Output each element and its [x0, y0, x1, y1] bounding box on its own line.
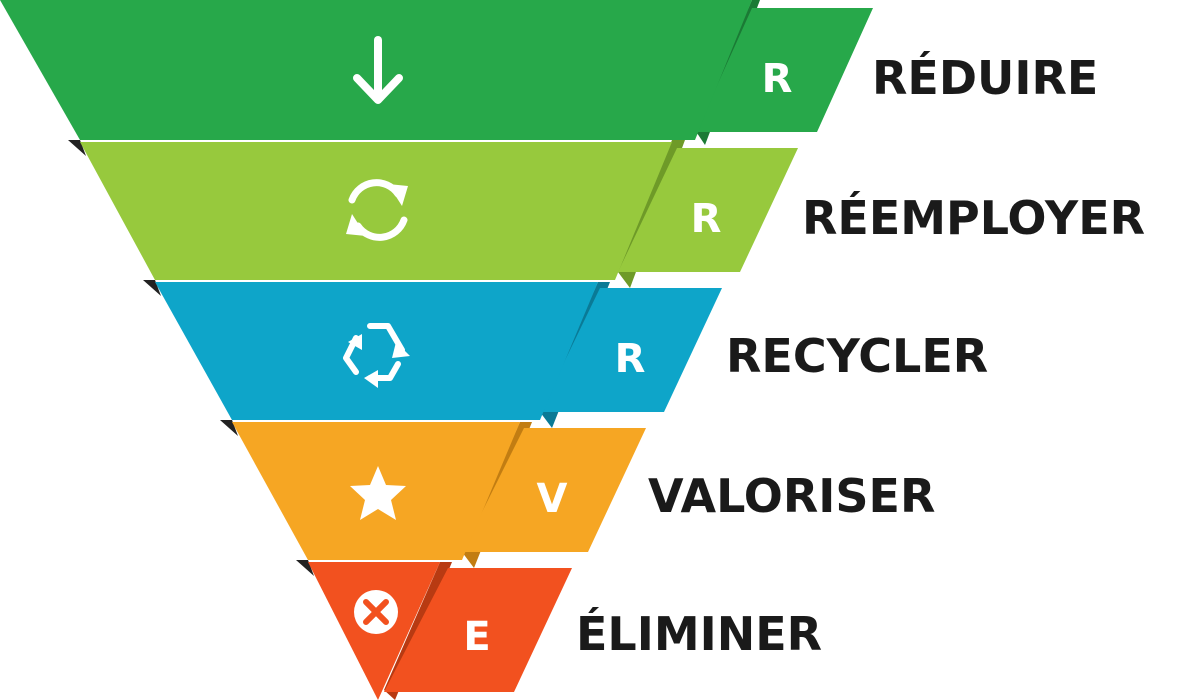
level-reduire-letter: R [762, 56, 793, 102]
level-reduire: R RÉDUIRE [0, 0, 1098, 156]
level-reemployer: R RÉEMPLOYER [80, 140, 1145, 296]
level-valoriser-label: VALORISER [648, 469, 935, 523]
reuse-arrowhead-bottom [346, 214, 366, 236]
level-eliminer-label: ÉLIMINER [576, 607, 822, 661]
level-recycler-band [155, 282, 598, 420]
recycle-arrowhead-1 [392, 342, 410, 358]
level-reemployer-band [80, 142, 672, 280]
x-circle-icon [354, 590, 398, 634]
level-reemployer-letter: R [691, 196, 722, 242]
level-eliminer-tab [384, 568, 572, 692]
level-recycler-tab [540, 288, 722, 412]
level-valoriser-tab [462, 428, 646, 552]
reuse-arrowhead-top [388, 184, 408, 206]
level-recycler: R RECYCLER [155, 282, 988, 436]
recycle-arrowhead-2 [364, 370, 378, 388]
level-reemployer-label: RÉEMPLOYER [802, 191, 1145, 245]
star-icon [350, 466, 406, 520]
level-valoriser-letter: V [537, 476, 568, 522]
recycle-arrowhead-3 [348, 334, 362, 350]
level-eliminer-letter: E [463, 614, 490, 660]
level-reduire-label: RÉDUIRE [872, 51, 1098, 105]
level-valoriser: V VALORISER [232, 422, 935, 576]
level-eliminer: E ÉLIMINER [308, 562, 822, 700]
level-reduire-tab [696, 8, 873, 132]
arrow-down-icon [353, 36, 403, 104]
level-recycler-letter: R [615, 336, 646, 382]
level-reemployer-tab [618, 148, 798, 272]
level-recycler-label: RECYCLER [726, 329, 988, 383]
